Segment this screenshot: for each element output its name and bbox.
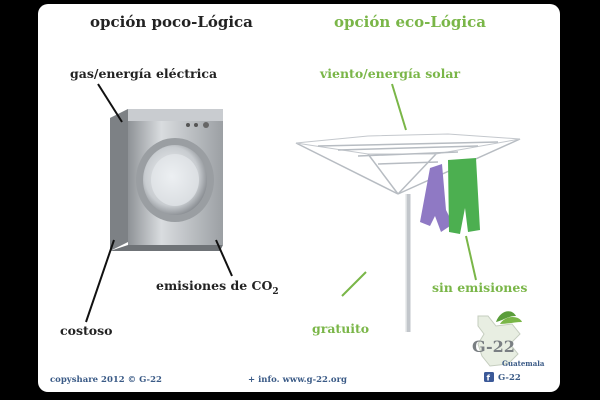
green-shirt-icon [448,158,480,234]
right-title: opción eco-Lógica [334,13,486,31]
emisiones-label: emisiones de CO2 [156,278,279,297]
g22-logo-subtitle: Guatemala [502,359,545,368]
dryer-machine-icon [110,109,223,251]
gratuito-label: gratuito [312,321,370,336]
left-title: opción poco-Lógica [90,13,253,31]
right-pointer-lines [341,83,477,297]
g22-logo [477,311,522,367]
facebook-icon[interactable] [484,372,494,382]
sin-emisiones-label: sin emisiones [432,280,528,295]
svg-text:f: f [487,374,491,383]
footer-copyright: copyshare 2012 © G-22 [50,375,162,385]
viento-label: viento/energía solar [320,66,461,81]
gas-label: gas/energía eléctrica [70,66,218,81]
costoso-label: costoso [60,323,113,338]
left-pointer-lines [85,83,233,323]
purple-shirt-icon [420,164,453,232]
illustration-layer: f [85,83,522,383]
infographic-card: f opción poco-Lógica opción eco-Lógica g… [38,4,560,392]
g22-logo-text: G-22 [472,337,515,356]
footer-info-link[interactable]: + info. www.g-22.org [248,375,347,385]
footer-facebook-label[interactable]: G-22 [498,373,521,383]
rotary-clothesline-icon [295,133,521,332]
